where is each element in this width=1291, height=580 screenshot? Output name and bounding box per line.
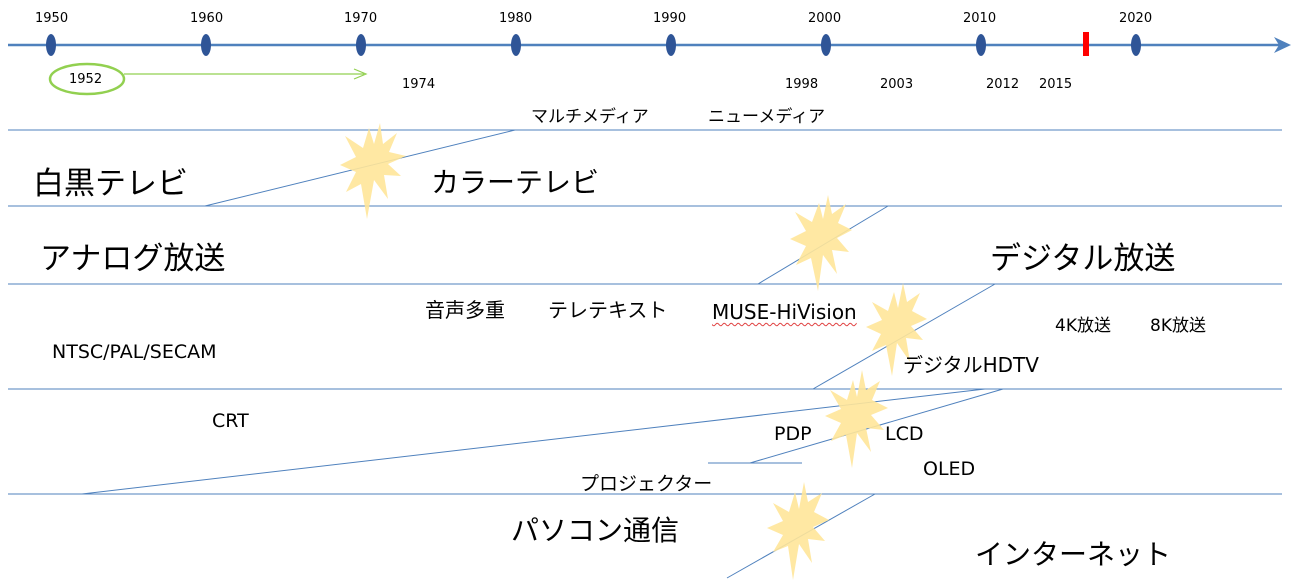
- decade-label-1980: 1980: [499, 11, 533, 26]
- event-year-2015: 2015: [1039, 77, 1073, 92]
- event-year-1974: 1974: [402, 77, 436, 92]
- label-lcd: LCD: [885, 423, 924, 445]
- timeline-arrowhead: [1274, 37, 1291, 53]
- label-multiplex-audio: 音声多重: [425, 298, 505, 322]
- transition-line-crt: [81, 388, 986, 495]
- era-label-new-media: ニューメディア: [708, 107, 826, 127]
- burst-shape-5: [767, 482, 829, 580]
- decade-label-2020: 2020: [1119, 11, 1153, 26]
- current-year-marker: [1083, 32, 1089, 56]
- burst-shape-1: [340, 123, 406, 219]
- decade-marker-1970: [356, 34, 366, 56]
- decade-label-1960: 1960: [190, 11, 224, 26]
- decade-label-1970: 1970: [344, 11, 378, 26]
- label-muse-hivision: MUSE-HiVision: [712, 300, 857, 324]
- highlight-circle-1952: [48, 62, 126, 96]
- label-projector: プロジェクター: [580, 473, 713, 495]
- decade-marker-1960: [201, 34, 211, 56]
- label-internet: インターネット: [975, 538, 1172, 571]
- label-digital-hdtv: デジタルHDTV: [903, 353, 1039, 377]
- label-oled: OLED: [923, 458, 976, 480]
- decade-marker-2000: [821, 34, 831, 56]
- decade-label-2000: 2000: [808, 11, 842, 26]
- decade-marker-1990: [666, 34, 676, 56]
- label-4k-broadcast: 4K放送: [1055, 316, 1111, 336]
- burst-shape-3: [866, 283, 927, 376]
- event-year-2003: 2003: [880, 77, 914, 92]
- burst-shape-2: [790, 195, 852, 291]
- label-teletext: テレテキスト: [548, 298, 668, 322]
- green-arrowhead: [353, 68, 368, 80]
- decade-label-1990: 1990: [653, 11, 687, 26]
- label-8k-broadcast: 8K放送: [1150, 316, 1206, 336]
- era-label-multimedia: マルチメディア: [531, 107, 649, 127]
- event-year-2012: 2012: [986, 77, 1020, 92]
- decade-label-2010: 2010: [963, 11, 997, 26]
- label-ntsc-pal-secam: NTSC/PAL/SECAM: [52, 341, 217, 363]
- label-color-tv: カラーテレビ: [431, 166, 600, 199]
- label-crt: CRT: [212, 410, 249, 432]
- decade-label-1950: 1950: [35, 11, 69, 26]
- burst-shape-4: [825, 370, 888, 468]
- decade-marker-1980: [511, 34, 521, 56]
- event-year-1952: 1952: [69, 72, 103, 87]
- label-analog-broadcast: アナログ放送: [40, 241, 226, 277]
- label-pc-communication: パソコン通信: [511, 514, 680, 547]
- decade-marker-2020: [1131, 34, 1141, 56]
- event-year-1998: 1998: [785, 77, 819, 92]
- label-pdp: PDP: [774, 423, 812, 445]
- decade-marker-1950: [46, 34, 56, 56]
- decade-marker-2010: [976, 34, 986, 56]
- label-black-and-white-tv: 白黒テレビ: [33, 166, 188, 202]
- label-digital-broadcast: デジタル放送: [990, 241, 1176, 277]
